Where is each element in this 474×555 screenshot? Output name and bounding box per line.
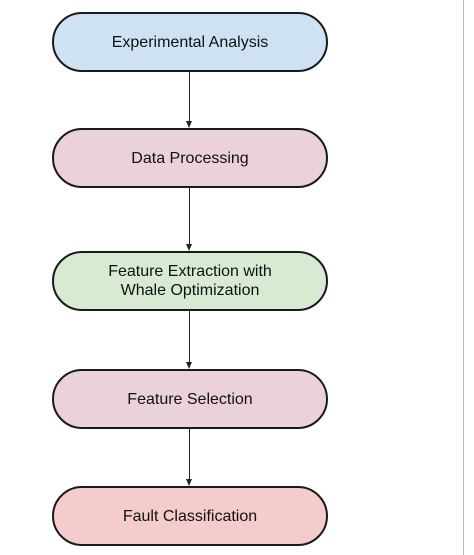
experimental-analysis-label: Experimental Analysis bbox=[111, 33, 269, 51]
arrow-line bbox=[189, 72, 191, 122]
arrow-selection-to-classification bbox=[186, 429, 192, 486]
data-processing-node: Data Processing bbox=[52, 128, 328, 188]
data-processing-label: Data Processing bbox=[131, 149, 249, 167]
arrow-extraction-to-selection bbox=[186, 311, 192, 369]
feature-selection-node: Feature Selection bbox=[52, 369, 328, 429]
arrow-analysis-to-processing bbox=[186, 72, 192, 128]
arrow-processing-to-extraction bbox=[186, 188, 192, 251]
experimental-analysis-node: Experimental Analysis bbox=[52, 12, 328, 72]
feature-selection-label: Feature Selection bbox=[127, 390, 253, 408]
arrow-head-icon bbox=[186, 121, 192, 128]
fault-classification-node: Fault Classification bbox=[52, 486, 328, 546]
arrow-line bbox=[189, 188, 191, 245]
arrow-head-icon bbox=[186, 244, 192, 251]
feature-extraction-label: Feature Extraction with Whale Optimizati… bbox=[108, 263, 272, 299]
arrow-line bbox=[189, 429, 191, 480]
right-divider bbox=[463, 0, 464, 555]
fault-classification-label: Fault Classification bbox=[122, 507, 258, 525]
feature-extraction-node: Feature Extraction with Whale Optimizati… bbox=[52, 251, 328, 311]
arrow-head-icon bbox=[186, 479, 192, 486]
arrow-head-icon bbox=[186, 362, 192, 369]
arrow-line bbox=[189, 311, 191, 363]
